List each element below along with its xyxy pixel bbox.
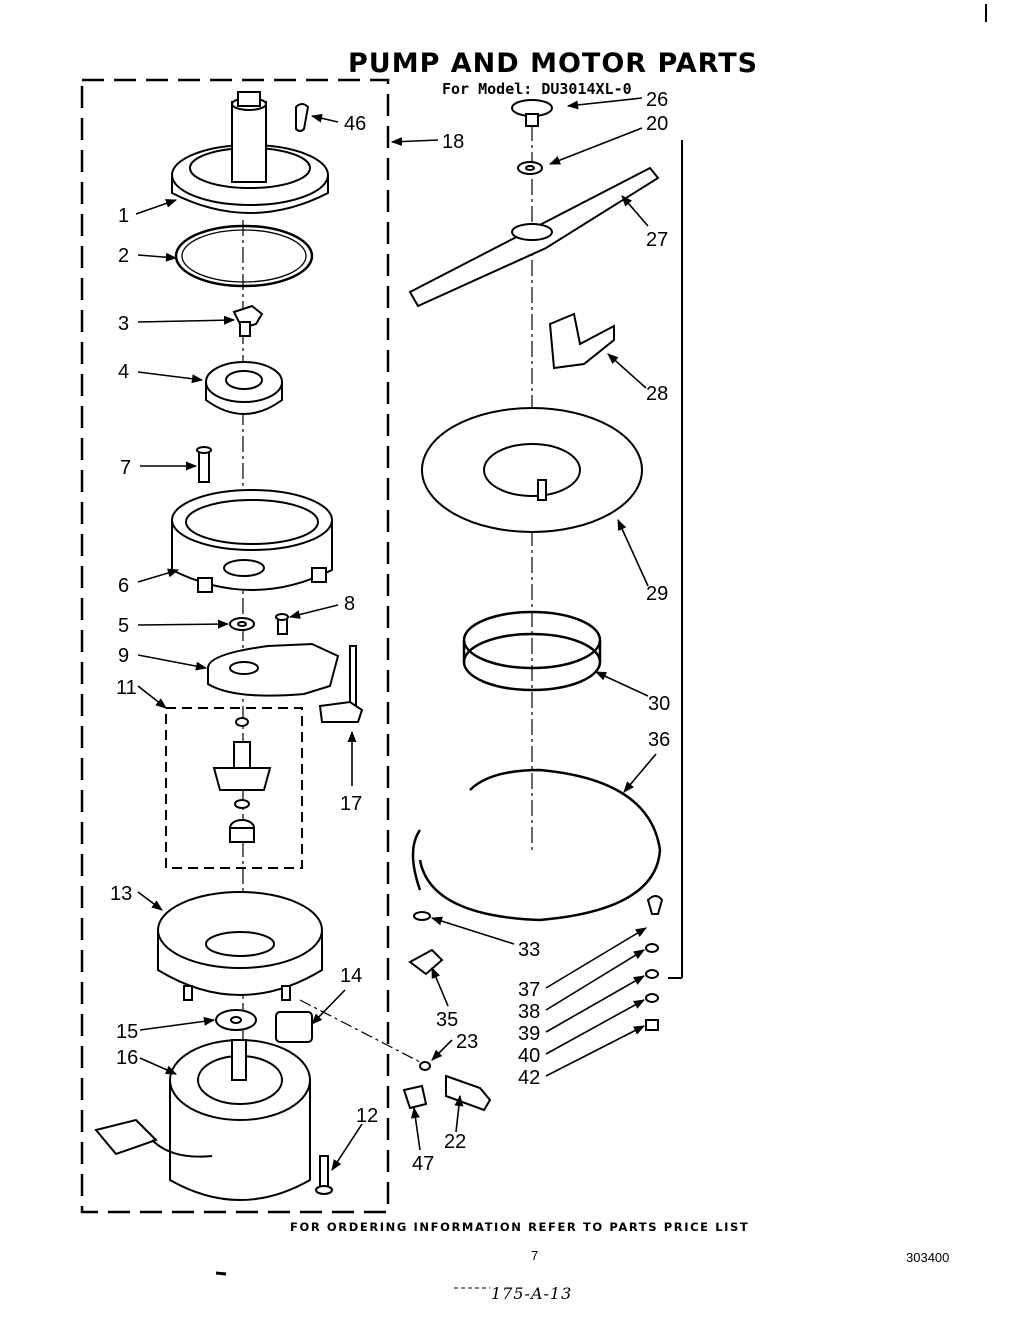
callout-33: 33 xyxy=(518,939,540,961)
callout-47: 47 xyxy=(412,1153,434,1175)
part-7-screw xyxy=(196,446,212,483)
part-27-spray-arm xyxy=(408,166,660,308)
page-title: PUMP AND MOTOR PARTS xyxy=(348,48,759,79)
callout-11: 11 xyxy=(116,677,137,699)
callout-42: 42 xyxy=(518,1067,540,1089)
callout-37: 37 xyxy=(518,979,540,1001)
callout-35: 35 xyxy=(436,1009,458,1031)
callout-23: 23 xyxy=(456,1031,478,1053)
part-5-washer xyxy=(229,617,255,631)
callout-15: 15 xyxy=(116,1021,138,1043)
handwritten-note: 175-A-13 xyxy=(491,1284,573,1303)
callout-8: 8 xyxy=(344,593,355,615)
part-12-bolt xyxy=(315,1155,333,1195)
callout-36: 36 xyxy=(648,729,670,751)
part-20-washer xyxy=(517,161,543,175)
callout-38: 38 xyxy=(518,1001,540,1023)
callout-14: 14 xyxy=(340,965,362,987)
callout-13: 13 xyxy=(110,883,132,905)
document-number: 303400 xyxy=(906,1250,950,1265)
part-22-fitting xyxy=(445,1074,492,1112)
callout-30: 30 xyxy=(648,693,670,715)
part-36-heating-element xyxy=(411,768,662,922)
callout-9: 9 xyxy=(118,645,129,667)
motor-assembly-boundary xyxy=(80,78,390,1214)
callout-labels: 46 18 1 2 3 4 7 6 5 8 9 11 17 13 14 15 1… xyxy=(110,89,670,1175)
part-35-bracket xyxy=(408,948,444,976)
callout-5: 5 xyxy=(118,615,129,637)
model-number: For Model: DU3014XL-0 xyxy=(442,80,632,98)
part-30-ring xyxy=(462,610,602,692)
part-1-pump-cover xyxy=(171,91,329,214)
part-15-slinger xyxy=(215,1009,257,1031)
part-26-cap xyxy=(511,99,553,127)
callout-28: 28 xyxy=(646,383,668,405)
part-2-gasket xyxy=(174,224,314,288)
part-13-motor-mount xyxy=(157,891,323,1001)
callout-1: 1 xyxy=(118,205,129,227)
part-8-screw xyxy=(275,613,289,635)
callout-18: 18 xyxy=(442,131,464,153)
callout-26: 26 xyxy=(646,89,668,111)
callout-39: 39 xyxy=(518,1023,540,1045)
callout-29: 29 xyxy=(646,583,668,605)
part-29-filter-screen xyxy=(421,407,643,533)
callout-12: 12 xyxy=(356,1105,378,1127)
ordering-footer: FOR ORDERING INFORMATION REFER TO PARTS … xyxy=(290,1220,750,1234)
callout-46: 46 xyxy=(344,113,366,135)
part-47-clip xyxy=(402,1084,428,1110)
part-37-42-hardware xyxy=(645,895,664,1031)
callout-4: 4 xyxy=(118,361,129,383)
part-17-float-switch xyxy=(318,645,364,723)
callout-16: 16 xyxy=(116,1047,138,1069)
part-16-motor xyxy=(94,1039,311,1201)
callout-20: 20 xyxy=(646,113,668,135)
part-3-impeller-nut xyxy=(232,304,264,337)
leader-lines xyxy=(135,97,657,1171)
part-14-capacitor xyxy=(275,1011,313,1043)
callout-40: 40 xyxy=(518,1045,540,1067)
part-28-deflector xyxy=(548,312,615,370)
part-6-pump-housing xyxy=(171,489,333,593)
page-number: 7 xyxy=(531,1248,539,1263)
callout-27: 27 xyxy=(646,229,668,251)
callout-6: 6 xyxy=(118,575,129,597)
part-9-seal-plate xyxy=(207,642,340,697)
part-46-clip xyxy=(295,103,310,132)
part-23-o-ring xyxy=(419,1061,431,1071)
callout-7: 7 xyxy=(120,457,131,479)
part-11-rotor-assembly xyxy=(212,717,272,843)
callout-22: 22 xyxy=(444,1131,466,1153)
callout-3: 3 xyxy=(118,313,129,335)
callout-17: 17 xyxy=(340,793,362,815)
part-4-impeller xyxy=(205,361,283,415)
rotor-assembly-boundary xyxy=(165,707,303,869)
callout-2: 2 xyxy=(118,245,129,267)
part-33-washer xyxy=(413,911,431,921)
